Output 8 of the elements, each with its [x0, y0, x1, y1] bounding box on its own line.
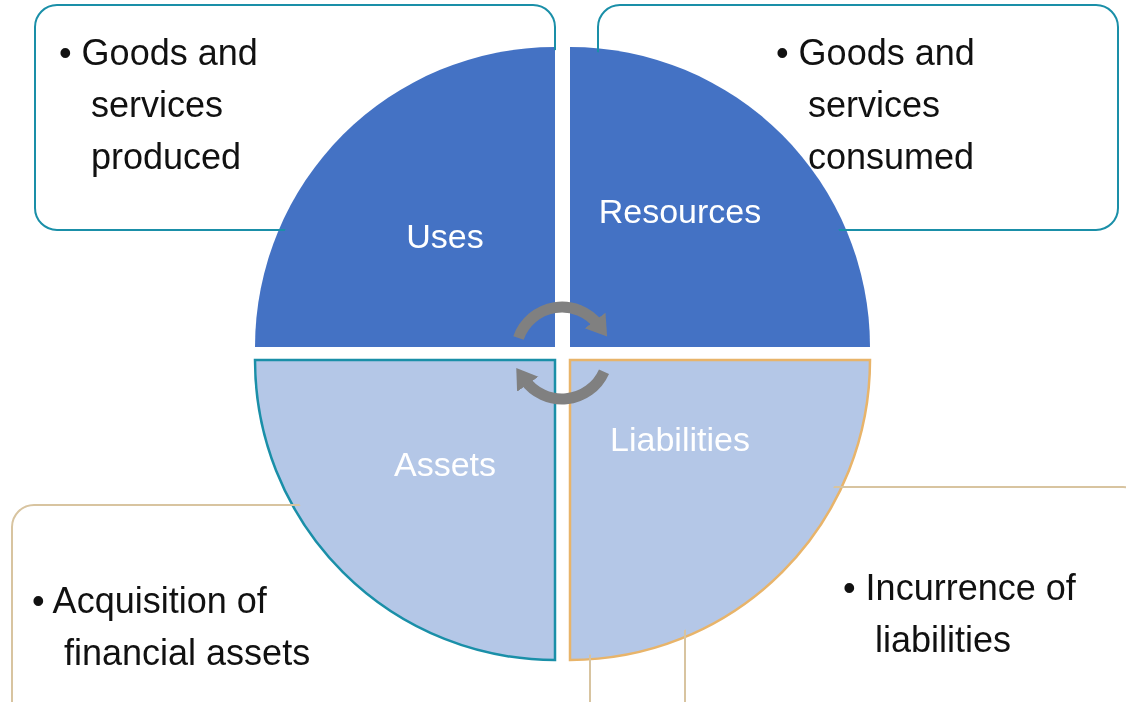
quadrant-label: Resources	[597, 192, 763, 231]
bullet-text: • Acquisition of financial assets	[32, 579, 312, 675]
bullet-text: • Goods and services produced	[59, 31, 259, 179]
bullet-text: • Goods and services consumed	[776, 31, 976, 179]
quadrant-label: Liabilities	[609, 420, 751, 459]
quadrant-label: Uses	[405, 217, 485, 256]
quadrant-label: Assets	[392, 445, 497, 484]
bullet-text: • Incurrence of liabilities	[843, 566, 1077, 662]
